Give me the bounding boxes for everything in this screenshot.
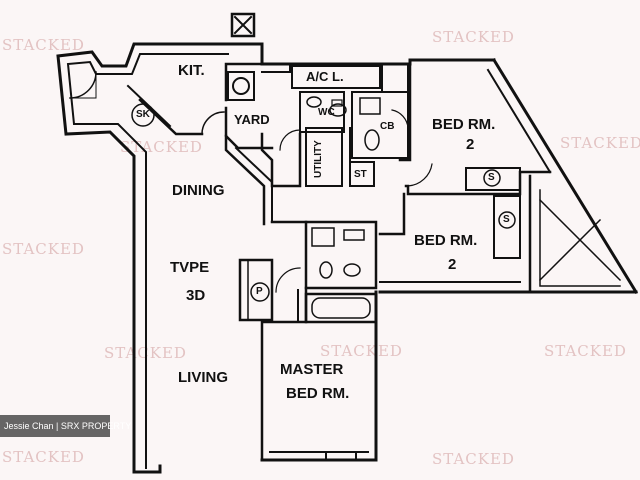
outer-wall-diagonal xyxy=(491,57,639,295)
photo-credit: Jessie Chan | SRX PROPERTY xyxy=(0,415,131,437)
yard-wall xyxy=(260,132,302,188)
bedroom-2-top-label-line1: BED RM. xyxy=(432,116,496,133)
watermark: STACKED xyxy=(2,448,85,466)
pillar xyxy=(238,258,274,322)
outer-wall-bottom xyxy=(132,464,162,474)
store-room xyxy=(349,161,375,187)
yard-label: YARD xyxy=(234,112,270,127)
utility-room xyxy=(305,127,343,187)
watermark: STACKED xyxy=(2,240,85,258)
sink-label: SK xyxy=(136,109,150,120)
bathroom xyxy=(304,220,378,290)
store-label: ST xyxy=(354,169,367,180)
kitchen-hob xyxy=(227,71,255,101)
type-label-line1: TVPE xyxy=(170,259,210,276)
master-bedroom-label-line1: MASTER xyxy=(280,361,344,378)
entry-door xyxy=(69,71,97,99)
living-label: LIVING xyxy=(178,369,229,386)
dining-partition xyxy=(224,134,266,226)
shaft-label: S xyxy=(488,172,495,183)
bedroom-2-bottom-label-line2: 2 xyxy=(448,256,457,273)
wardrobe-top xyxy=(465,167,521,191)
watermark: STACKED xyxy=(2,36,85,54)
pillar-label: P xyxy=(256,286,263,297)
wc-room xyxy=(299,91,345,133)
shaft-label: S xyxy=(503,214,510,225)
watermark: STACKED xyxy=(432,450,515,468)
type-label-line2: 3D xyxy=(186,287,206,304)
ac-ledge xyxy=(291,65,381,89)
cb-label: CB xyxy=(380,121,395,132)
bedroom-2-top-label-line2: 2 xyxy=(466,136,475,153)
watermark: STACKED xyxy=(104,344,187,362)
watermark: STACKED xyxy=(544,342,627,360)
kitchen-door xyxy=(201,111,225,135)
bedroom-2-bottom-wall xyxy=(378,192,406,236)
outer-wall-top xyxy=(232,42,496,66)
kitchen-wall xyxy=(138,98,204,136)
bedroom-2-top-wall xyxy=(398,62,412,162)
sink xyxy=(131,103,155,127)
watermark: STACKED xyxy=(120,138,203,156)
outer-wall-left-inner xyxy=(66,53,229,469)
watermark: STACKED xyxy=(432,28,515,46)
wc-label: WC xyxy=(318,107,335,118)
utility-label: UTILITY xyxy=(313,140,324,178)
watermark: STACKED xyxy=(320,342,403,360)
master-bedroom-label-line2: BED RM. xyxy=(286,385,350,402)
outer-wall-left xyxy=(56,42,236,474)
wardrobe-bottom xyxy=(493,195,521,259)
bedroom-2-bottom-label-line1: BED RM. xyxy=(414,232,478,249)
balcony-cross xyxy=(538,198,622,282)
dining-label: DINING xyxy=(172,182,225,199)
kitchen-vent xyxy=(230,12,256,38)
master-bedroom-wall xyxy=(260,286,308,462)
kitchen-label: KIT. xyxy=(178,62,205,79)
watermark: STACKED xyxy=(560,134,640,152)
ac-ledge-label: A/C L. xyxy=(306,69,344,84)
